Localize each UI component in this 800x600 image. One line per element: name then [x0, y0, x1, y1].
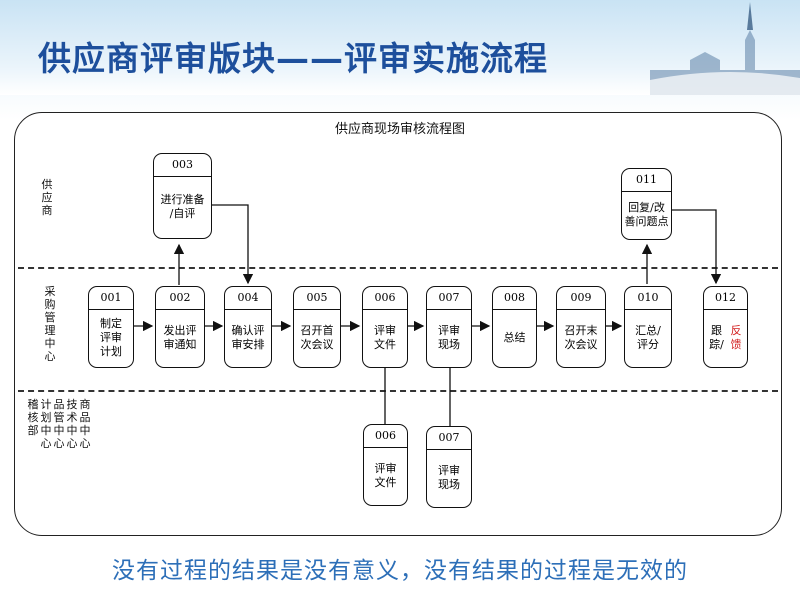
step-text: 进行准备 /自评 [160, 193, 205, 220]
feedback-highlight: 反馈 [730, 324, 742, 351]
step-id: 008 [493, 287, 536, 310]
step-007-review-site: 007 评审 现场 [426, 286, 472, 368]
lane-label-audit-dept: 稽核部 [27, 398, 39, 437]
slide-title: 供应商评审版块——评审实施流程 [38, 39, 548, 78]
step-005-opening-meeting: 005 召开首 次会议 [293, 286, 341, 368]
step-text: 召开首 次会议 [300, 324, 334, 351]
step-text: 评审 现场 [438, 464, 460, 491]
step-002-notify: 002 发出评 审通知 [155, 286, 205, 368]
step-008-summary: 008 总结 [492, 286, 537, 368]
step-id: 002 [156, 287, 204, 310]
step-id: 012 [704, 287, 747, 310]
lane-label-purchasing: 采 购 管 理 中 心 [44, 285, 56, 363]
step-006-review-docs: 006 评审 文件 [362, 286, 408, 368]
step-004-confirm: 004 确认评 审安排 [224, 286, 272, 368]
step-text: 制定 评审 计划 [100, 317, 122, 358]
lane-label-quality-center: 品管中心 [53, 398, 65, 450]
lane-divider-2 [18, 390, 778, 392]
step-text: 评审 文件 [374, 324, 396, 351]
step-id: 001 [89, 287, 133, 310]
lane-label-tech-center: 技术中心 [66, 398, 78, 450]
step-012-follow-up: 012 跟踪/ 反馈 [703, 286, 748, 368]
step-text: 汇总/ 评分 [635, 324, 661, 351]
lane-divider-1 [18, 267, 778, 269]
step-id: 007 [427, 287, 471, 310]
step-text: 总结 [503, 331, 526, 344]
step-text: 回复/改 善问题点 [624, 201, 669, 228]
step-text: 评审 现场 [438, 324, 460, 351]
step-id: 010 [625, 287, 671, 310]
flowchart-title: 供应商现场审核流程图 [334, 122, 465, 137]
step-003-prepare: 003 进行准备 /自评 [153, 153, 212, 239]
lane-label-supplier: 供 应 商 [41, 178, 53, 217]
step-009-closing-meeting: 009 召开末 次会议 [556, 286, 606, 368]
step-007-dept-review-site: 007 评审 现场 [426, 426, 472, 508]
step-011-reply: 011 回复/改 善问题点 [621, 168, 672, 240]
step-006-dept-review-docs: 006 评审 文件 [363, 424, 408, 506]
step-text: 跟踪/ 反馈 [704, 311, 747, 365]
lane-label-planning-center: 计划中心 [40, 398, 52, 450]
lane-label-product-center: 商品中心 [79, 398, 91, 450]
step-id: 006 [363, 287, 407, 310]
step-010-score: 010 汇总/ 评分 [624, 286, 672, 368]
step-text: 评审 文件 [374, 462, 397, 489]
step-id: 003 [154, 154, 211, 177]
step-text: 确认评 审安排 [231, 324, 265, 351]
slogan: 没有过程的结果是没有意义，没有结果的过程是无效的 [112, 558, 688, 584]
step-001-plan: 001 制定 评审 计划 [88, 286, 134, 368]
church-skyline-decoration [650, 2, 800, 95]
step-id: 005 [294, 287, 340, 310]
step-id: 007 [427, 427, 471, 450]
step-id: 011 [622, 169, 671, 192]
step-id: 004 [225, 287, 271, 310]
step-id: 009 [557, 287, 605, 310]
step-text: 召开末 次会议 [564, 324, 598, 351]
step-id: 006 [364, 425, 407, 448]
step-text: 发出评 审通知 [163, 324, 197, 351]
